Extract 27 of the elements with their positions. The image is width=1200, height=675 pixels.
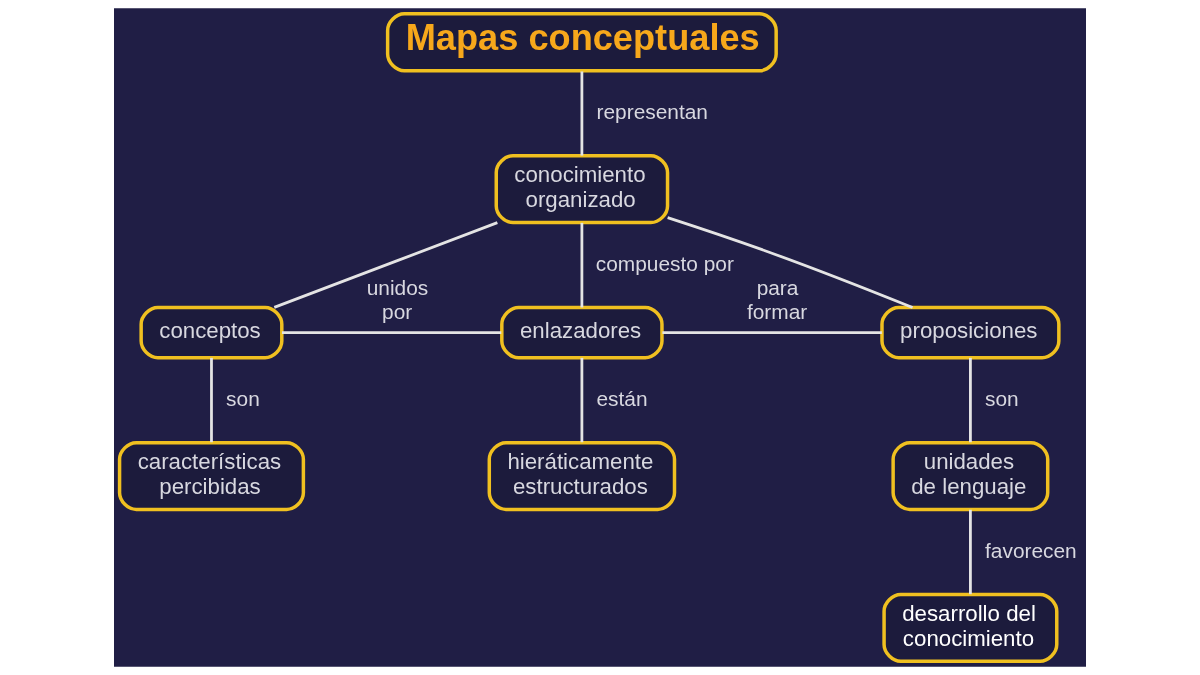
edge-label: son (226, 386, 260, 410)
edge-label: para formar (746, 276, 808, 323)
node-box: conocimiento organizado (494, 154, 670, 225)
connector (580, 357, 584, 443)
connector (210, 357, 213, 443)
connector (969, 357, 972, 443)
connector (282, 331, 502, 335)
node-box: características percibidas (117, 440, 306, 512)
edge-label: favorecen (985, 538, 1077, 562)
node-box: proposiciones (880, 305, 1061, 360)
connector (969, 509, 972, 595)
node-box: enlazadores (500, 305, 664, 360)
node-box: Mapas conceptuales (385, 12, 778, 73)
connector (667, 216, 914, 309)
connector (580, 222, 584, 308)
node-box: conceptos (139, 305, 284, 360)
connector (273, 221, 498, 309)
edge-label: unidos por (366, 276, 429, 323)
node-box: desarrollo del conocimiento (882, 592, 1059, 663)
node-box: unidades de lenguaje (891, 440, 1050, 512)
edge-label: representan (596, 99, 708, 123)
edge-label: compuesto por (595, 251, 734, 275)
edge-label: están (596, 386, 648, 410)
connector (662, 331, 882, 335)
edge-label: son (985, 386, 1019, 410)
node-box: hieráticamente estructurados (487, 440, 677, 512)
connector (580, 71, 584, 156)
